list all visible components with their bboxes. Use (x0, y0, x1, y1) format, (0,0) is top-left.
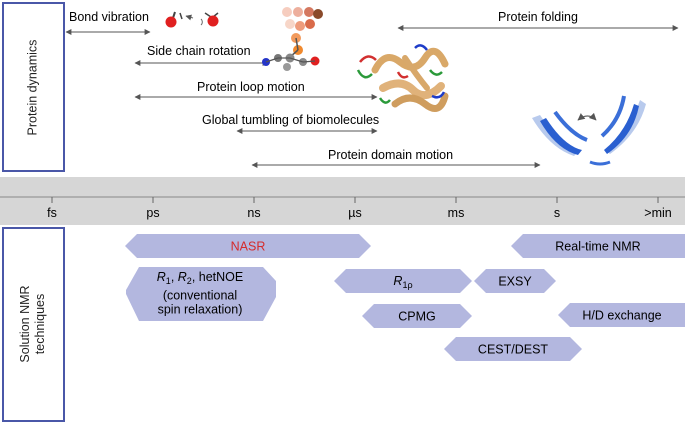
r1rho-label: R1ρ (393, 274, 412, 290)
protein-loop-illustration (356, 44, 449, 112)
cest-pill (444, 337, 582, 361)
realtime-pill (511, 234, 685, 258)
relaxation-line1: R1, R2, hetNOE (157, 270, 243, 286)
realtime-label: Real-time NMR (555, 239, 640, 253)
hd-exchange-label: H/D exchange (582, 308, 661, 322)
cest-label: CEST/DEST (478, 342, 549, 356)
tick-ns: ns (247, 206, 260, 220)
relaxation-line2: (conventional (163, 288, 237, 302)
nasr-label: NASR (231, 239, 266, 253)
global-tumbling-label: Global tumbling of biomolecules (202, 113, 379, 127)
nmr-techniques-box (2, 227, 65, 422)
bond-vibration-label: Bond vibration (69, 10, 149, 24)
tick-s: s (554, 206, 560, 220)
timescale-band (0, 177, 685, 225)
tick-us: µs (348, 206, 361, 220)
tick-marks (51, 197, 659, 203)
relaxation-line3: spin relaxation) (158, 302, 243, 316)
bond-vibration-molecule-illustration (165, 11, 219, 28)
protein-dynamics-box (2, 2, 65, 172)
cpmg-pill (362, 304, 472, 328)
tick-ms: ms (448, 206, 465, 220)
protein-loop-motion-label: Protein loop motion (197, 80, 305, 94)
protein-domain-illustration (532, 95, 646, 166)
protein-domain-motion-label: Protein domain motion (328, 148, 453, 162)
exsy-label: EXSY (498, 274, 532, 288)
nasr-pill (125, 234, 371, 258)
tick-min: >min (644, 206, 671, 220)
r1rho-pill (334, 269, 472, 293)
relaxation-pill (126, 267, 276, 321)
side-chain-molecule-illustration (262, 7, 323, 71)
exsy-pill (474, 269, 556, 293)
tick-fs: fs (47, 206, 57, 220)
cpmg-label: CPMG (398, 309, 436, 323)
protein-folding-label: Protein folding (498, 10, 578, 24)
side-chain-rotation-label: Side chain rotation (147, 44, 251, 58)
hd-exchange-pill (558, 303, 685, 327)
tick-ps: ps (146, 206, 159, 220)
